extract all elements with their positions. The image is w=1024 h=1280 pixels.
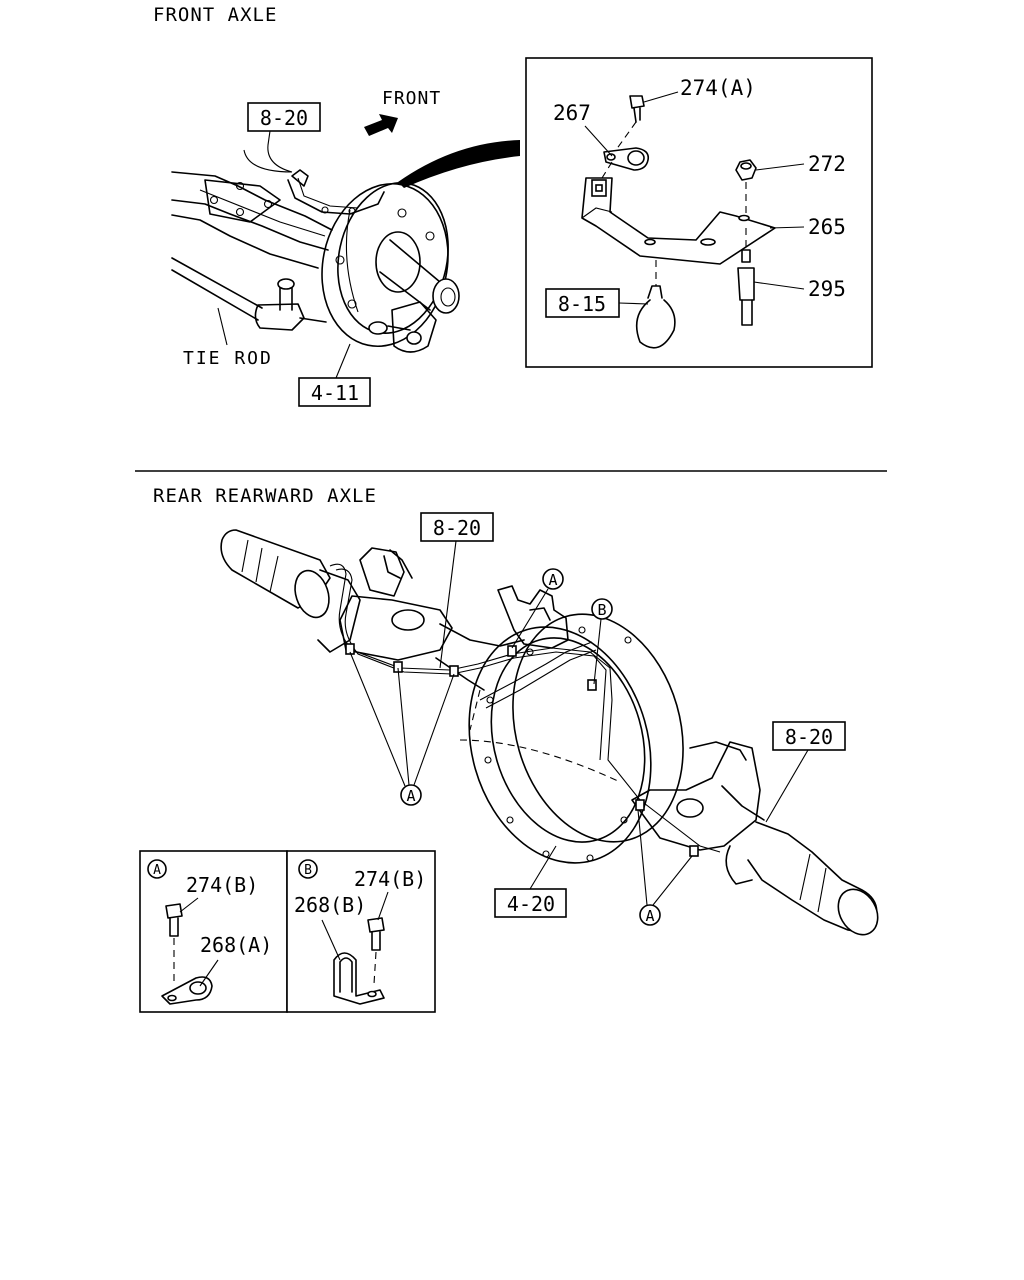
front-axle-beam-drawing bbox=[171, 140, 520, 353]
callout-a-right-label: A bbox=[645, 907, 654, 925]
detail-b-inset: B bbox=[286, 850, 436, 1013]
callout-a-top-label: A bbox=[548, 571, 557, 589]
detail-b-268b-label: 268(B) bbox=[294, 893, 366, 917]
front-ref-4-11-box[interactable]: 4-11 bbox=[298, 377, 371, 407]
rear-ref-4-20-label: 4-20 bbox=[507, 892, 555, 916]
front-ref-4-11-label: 4-11 bbox=[311, 381, 359, 405]
tie-rod-label: TIE ROD bbox=[183, 348, 273, 369]
rear-ref-4-20-box[interactable]: 4-20 bbox=[494, 888, 567, 918]
callout-a-left-label: A bbox=[406, 787, 415, 805]
front-ref-8-20-label: 8-20 bbox=[260, 106, 308, 130]
rear-ref-8-20-right-label: 8-20 bbox=[785, 725, 833, 749]
part-267-label: 267 bbox=[553, 101, 591, 125]
front-direction-label: FRONT bbox=[382, 88, 441, 109]
detail-a-268a-label: 268(A) bbox=[200, 933, 272, 957]
callout-b-top-label: B bbox=[597, 601, 606, 619]
front-axle-title: FRONT AXLE bbox=[153, 4, 277, 26]
front-ref-8-20-box[interactable]: 8-20 bbox=[247, 102, 321, 132]
rear-axle-title: REAR REARWARD AXLE bbox=[153, 485, 377, 507]
callout-a-top[interactable]: A bbox=[542, 568, 564, 590]
rear-ref-8-20-right-box[interactable]: 8-20 bbox=[772, 721, 846, 751]
detail-a-274b-label: 274(B) bbox=[186, 873, 258, 897]
rear-axle-drawing bbox=[220, 529, 879, 936]
detail-b-tag: B bbox=[304, 863, 312, 878]
callout-a-right[interactable]: A bbox=[639, 904, 661, 926]
callout-a-left[interactable]: A bbox=[400, 784, 422, 806]
detail-a-inset: A bbox=[139, 850, 288, 1013]
part-274a-label: 274(A) bbox=[680, 76, 756, 100]
front-direction-arrow-icon bbox=[364, 114, 398, 136]
ref-8-15-box[interactable]: 8-15 bbox=[545, 288, 620, 318]
ref-8-15-label: 8-15 bbox=[558, 292, 606, 316]
detail-b-274b-label: 274(B) bbox=[354, 867, 426, 891]
rear-ref-8-20-left-box[interactable]: 8-20 bbox=[420, 512, 494, 542]
detail-a-tag: A bbox=[153, 863, 161, 878]
rear-ref-8-20-left-label: 8-20 bbox=[433, 516, 481, 540]
callout-b-top[interactable]: B bbox=[591, 598, 613, 620]
part-265-label: 265 bbox=[808, 215, 846, 239]
part-295-label: 295 bbox=[808, 277, 846, 301]
part-272-label: 272 bbox=[808, 152, 846, 176]
